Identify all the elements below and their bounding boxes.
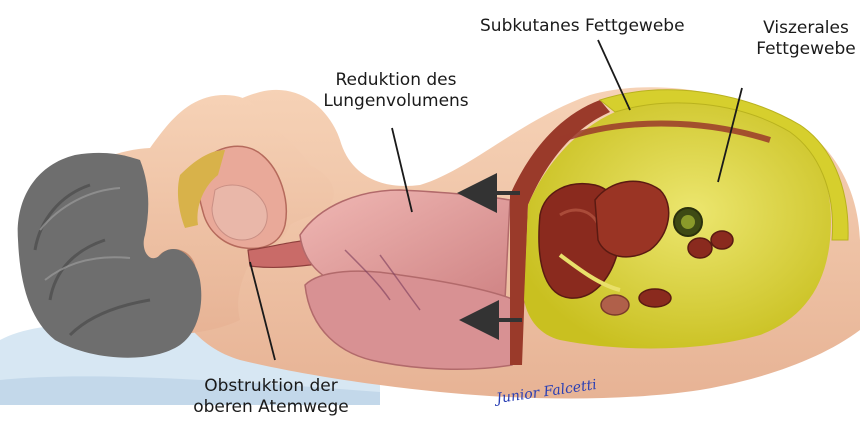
label-subkutanes-fettgewebe: Subkutanes Fettgewebe: [480, 16, 685, 37]
label-reduktion-line2: Lungenvolumens: [312, 91, 480, 112]
label-obstruktion-line2: oberen Atemwege: [178, 397, 364, 418]
kidney-left: [688, 238, 712, 258]
label-obstruktion-line1: Obstruktion der: [178, 376, 364, 397]
label-reduktion-des-lungenvolumens: Reduktion des Lungenvolumens: [312, 70, 480, 112]
label-reduktion-line1: Reduktion des: [312, 70, 480, 91]
intestine: [601, 295, 629, 315]
label-viszerales-line2: Fettgewebe: [752, 39, 860, 60]
kidney-right: [711, 231, 733, 249]
label-obstruktion-der-oberen-atemwege: Obstruktion der oberen Atemwege: [178, 376, 364, 418]
label-viszerales-fettgewebe: Viszerales Fettgewebe: [752, 18, 860, 60]
label-viszerales-line1: Viszerales: [752, 18, 860, 39]
